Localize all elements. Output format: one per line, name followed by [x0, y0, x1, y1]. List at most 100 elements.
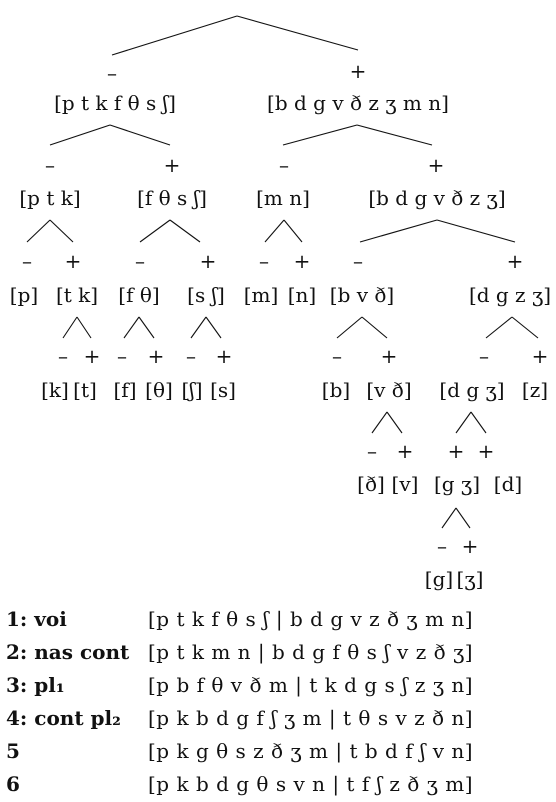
plus-value: + [164, 153, 181, 177]
branch [169, 219, 201, 243]
segment-set: [t] [73, 378, 97, 402]
row-partition: [p k b d g f ʃ ʒ m | t θ s v z ð n] [148, 705, 474, 730]
segment-set: [θ] [145, 378, 173, 402]
segment-set: [p t k] [19, 186, 80, 210]
branch [49, 124, 111, 146]
segment-set: [v] [392, 472, 419, 496]
segment-set: [v ð] [366, 378, 411, 402]
plus-value: + [507, 249, 524, 273]
minus-value: – [367, 439, 377, 463]
branch [76, 316, 92, 339]
segment-set: [d] [494, 472, 522, 496]
minus-value: – [353, 249, 363, 273]
minus-value: – [332, 344, 342, 368]
plus-value: + [428, 153, 445, 177]
plus-value: + [294, 249, 311, 273]
plus-value: + [462, 534, 479, 558]
segment-set: [k] [41, 378, 69, 402]
segment-set: [ð] [357, 472, 385, 496]
segment-set: [d g ʒ] [439, 378, 504, 402]
branch [511, 316, 539, 339]
plus-value: + [148, 344, 165, 368]
branch [359, 219, 438, 243]
segment-set: [ʒ] [457, 567, 484, 591]
branch [190, 316, 207, 339]
plus-value: + [532, 344, 549, 368]
segment-set: [g] [425, 567, 453, 591]
table-row: 2: nas cont [p t k m n | b d g f θ s ʃ v… [6, 635, 554, 668]
segment-set: [f] [113, 378, 136, 402]
table-row: 1: voi [p t k f θ s ʃ | b d g v z ð ʒ m … [6, 602, 554, 635]
branch [264, 219, 285, 243]
segment-set: [b] [322, 378, 350, 402]
segment-set: [s ʃ] [187, 283, 225, 307]
segment-set: [n] [288, 283, 317, 307]
table-row: 6 [p k b d g θ s v n | t f ʃ z ð ʒ m] [6, 767, 554, 800]
branch [356, 124, 433, 146]
branch [441, 507, 457, 529]
row-label: 4: cont pl₂ [6, 705, 121, 730]
minus-value: – [107, 61, 117, 85]
branch [455, 411, 472, 434]
row-partition: [p k g θ s z ð ʒ m | t b d f ʃ v n] [148, 738, 474, 763]
branch [485, 316, 513, 339]
branch [139, 219, 171, 243]
minus-value: – [58, 344, 68, 368]
plus-value: + [478, 439, 495, 463]
tree-labels: – + [p t k f θ s ʃ] [b d g v ð z ʒ m n] … [10, 59, 551, 591]
row-label: 5 [6, 738, 20, 763]
segment-set: [b d g v ð z ʒ] [368, 186, 505, 210]
segment-set: [s] [210, 378, 236, 402]
branch [336, 316, 363, 339]
branch [436, 219, 516, 243]
plus-value: + [397, 439, 414, 463]
segment-set: [d g z ʒ] [469, 283, 551, 307]
branch [371, 411, 388, 434]
branch [138, 316, 155, 339]
minus-value: – [45, 153, 55, 177]
plus-value: + [216, 344, 233, 368]
tree-branches [26, 15, 539, 529]
branch [236, 15, 359, 51]
plus-value: + [84, 344, 101, 368]
minus-value: – [279, 153, 289, 177]
feature-tree-diagram: – + [p t k f θ s ʃ] [b d g v ð z ʒ m n] … [10, 15, 551, 591]
branch [282, 124, 358, 146]
minus-value: – [135, 249, 145, 273]
segment-set: [p] [10, 283, 38, 307]
row-partition: [p b f θ v ð m | t k d g s ʃ z ʒ n] [148, 672, 474, 697]
row-label: 1: voi [6, 606, 67, 631]
table-row: 3: pl₁ [p b f θ v ð m | t k d g s ʃ z ʒ … [6, 668, 554, 701]
segment-set: [m] [244, 283, 279, 307]
branch [111, 15, 238, 56]
row-partition: [p k b d g θ s v n | t f ʃ z ð ʒ m] [148, 771, 474, 796]
minus-value: – [479, 344, 489, 368]
table-row: 5 [p k g θ s z ð ʒ m | t b d f ʃ v n] [6, 734, 554, 767]
branch [470, 411, 487, 434]
row-partition: [p t k m n | b d g f θ s ʃ v z ð ʒ] [148, 639, 474, 664]
branch [123, 316, 140, 339]
minus-value: – [22, 249, 32, 273]
plus-value: + [200, 249, 217, 273]
row-label: 3: pl₁ [6, 672, 65, 697]
branch [26, 219, 51, 243]
segment-set: [g ʒ] [434, 472, 480, 496]
segment-set-voiced: [b d g v ð z ʒ m n] [267, 91, 449, 115]
row-label: 6 [6, 771, 20, 796]
plus-value: + [448, 439, 465, 463]
table-row: 4: cont pl₂ [p k b d g f ʃ ʒ m | t θ s v… [6, 701, 554, 734]
plus-value: + [381, 344, 398, 368]
minus-value: – [259, 249, 269, 273]
branch [109, 124, 171, 146]
branch [49, 219, 74, 243]
branch [386, 411, 403, 434]
row-partition: [p t k f θ s ʃ | b d g v z ð ʒ m n] [148, 606, 474, 631]
minus-value: – [437, 534, 447, 558]
segment-set: [f θ] [118, 283, 159, 307]
branch [455, 507, 471, 529]
segment-set-voiceless: [p t k f θ s ʃ] [54, 91, 176, 115]
branch [283, 219, 303, 243]
segment-set: [f θ s ʃ] [137, 186, 207, 210]
minus-value: – [117, 344, 127, 368]
segment-set: [z] [522, 378, 548, 402]
